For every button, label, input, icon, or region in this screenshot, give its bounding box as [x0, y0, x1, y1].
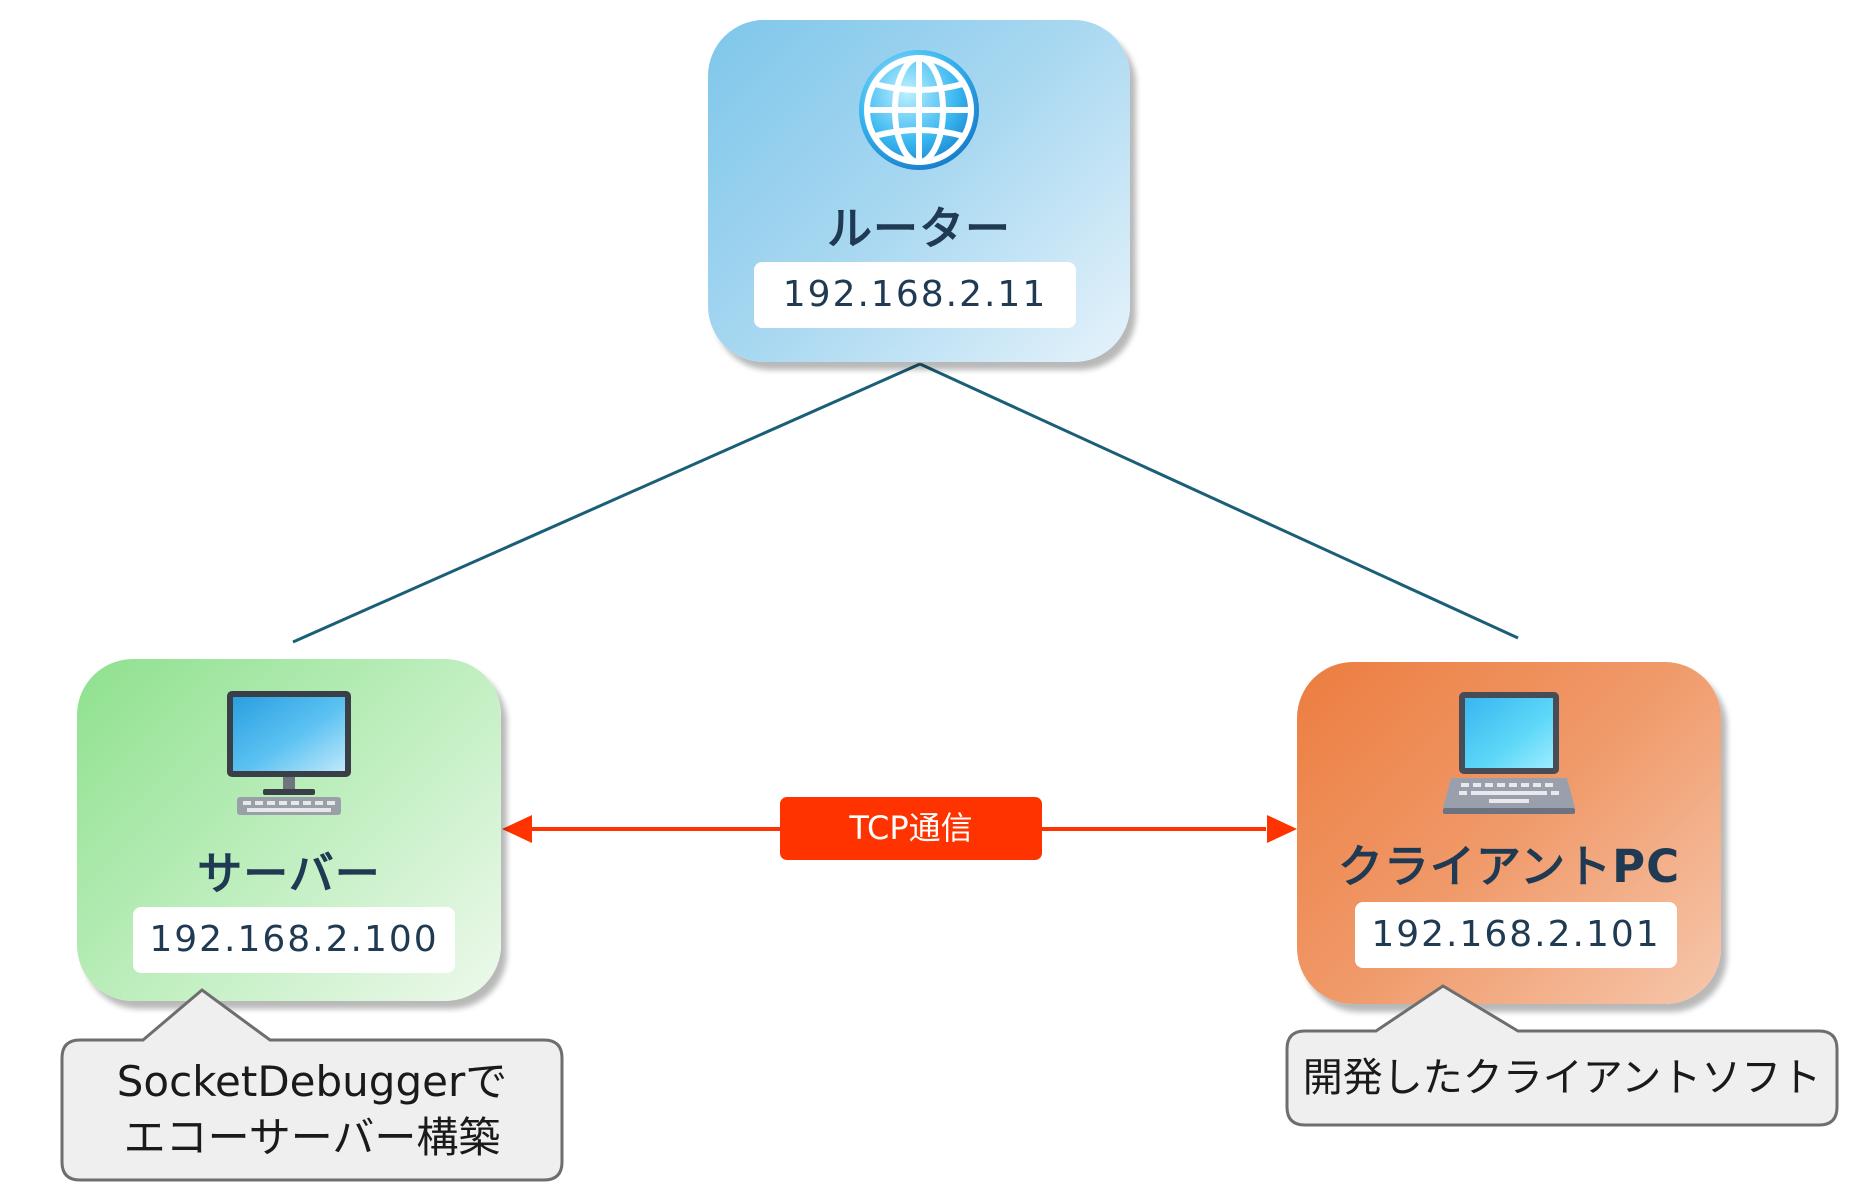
tcp-communication-label: TCP通信 — [780, 797, 1042, 860]
router-server-line — [292, 362, 921, 644]
tcp-arrow-head-right — [1267, 815, 1297, 843]
server-node[interactable]: サーバー 192.168.2.100 — [77, 659, 501, 1001]
client-pc-node[interactable]: クライアントPC 192.168.2.101 — [1297, 662, 1721, 1004]
router-node[interactable]: ルーター 192.168.2.11 — [708, 20, 1130, 362]
laptop-icon — [1443, 692, 1575, 814]
router-ip: 192.168.2.11 — [754, 262, 1076, 328]
client-pc-ip: 192.168.2.101 — [1355, 902, 1677, 968]
router-title: ルーター — [826, 202, 1011, 255]
server-title: サーバー — [197, 847, 381, 900]
client-note: 開発したクライアントソフト — [1302, 1055, 1822, 1101]
server-ip: 192.168.2.100 — [133, 907, 455, 973]
tcp-arrow-head-left — [502, 815, 532, 843]
router-client-line — [919, 362, 1519, 640]
desktop-computer-icon — [227, 691, 351, 815]
server-note-line-2: エコーサーバー構築 — [123, 1113, 501, 1162]
client-pc-title: クライアントPC — [1337, 840, 1681, 893]
server-note: SocketDebuggerで エコーサーバー構築 — [62, 1040, 562, 1180]
server-note-line-1: SocketDebuggerで — [116, 1057, 508, 1106]
globe-icon — [859, 50, 979, 170]
